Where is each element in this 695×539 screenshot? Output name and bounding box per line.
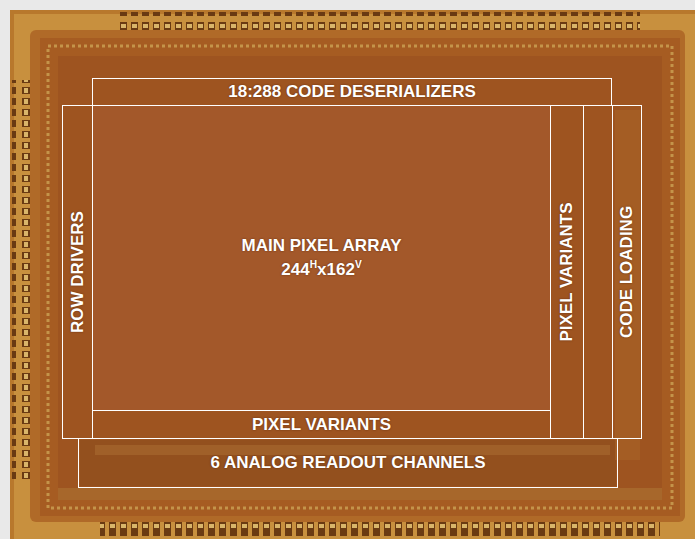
region-label: 6 ANALOG READOUT CHANNELS [210, 453, 485, 473]
region-label: PIXEL VARIANTS [252, 415, 391, 435]
die-region: MAIN PIXEL ARRAY 244Hx162V [92, 105, 551, 411]
die-region: ROW DRIVERS [62, 105, 93, 439]
region-label: PIXEL VARIANTS [557, 202, 577, 341]
region-label: CODE LOADING [617, 206, 637, 338]
die-region: 18:288 CODE DESERIALIZERS [92, 78, 612, 106]
region-label: 18:288 CODE DESERIALIZERS [228, 82, 476, 102]
die-region: CODE LOADING [612, 105, 642, 439]
die-region: PIXEL VARIANTS [92, 410, 551, 439]
region-label: ROW DRIVERS [68, 211, 88, 333]
die-region: 6 ANALOG READOUT CHANNELS [78, 438, 618, 488]
die-region: PIXEL VARIANTS [550, 105, 584, 439]
array-size: 244Hx162V [281, 260, 361, 280]
region-label: MAIN PIXEL ARRAY [242, 236, 402, 256]
